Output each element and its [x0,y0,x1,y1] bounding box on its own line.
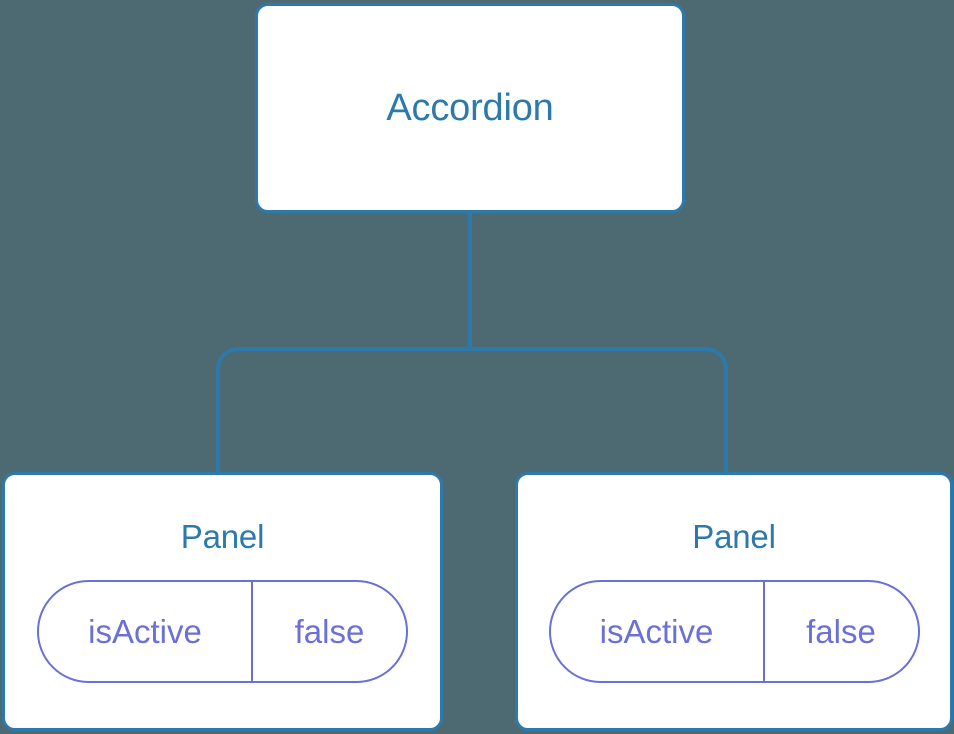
node-panel-right-title: Panel [692,518,776,555]
edge-to-left-child [216,347,470,474]
state-badge-panel-left[interactable]: isActive false [37,580,408,683]
state-badge-key: isActive [39,582,253,681]
node-panel-left-title: Panel [180,518,265,555]
state-badge-key: isActive [551,582,765,681]
state-badge-value: false [294,613,365,650]
node-panel-right[interactable]: Panel isActive false [515,472,953,731]
state-badge-value: false [806,613,876,650]
edge-to-right-child [470,347,728,474]
node-accordion-title: Accordion [386,87,554,129]
node-panel-left[interactable]: Panel isActive false [2,472,443,731]
node-accordion[interactable]: Accordion [255,3,685,213]
state-badge-panel-right[interactable]: isActive false [548,580,920,683]
